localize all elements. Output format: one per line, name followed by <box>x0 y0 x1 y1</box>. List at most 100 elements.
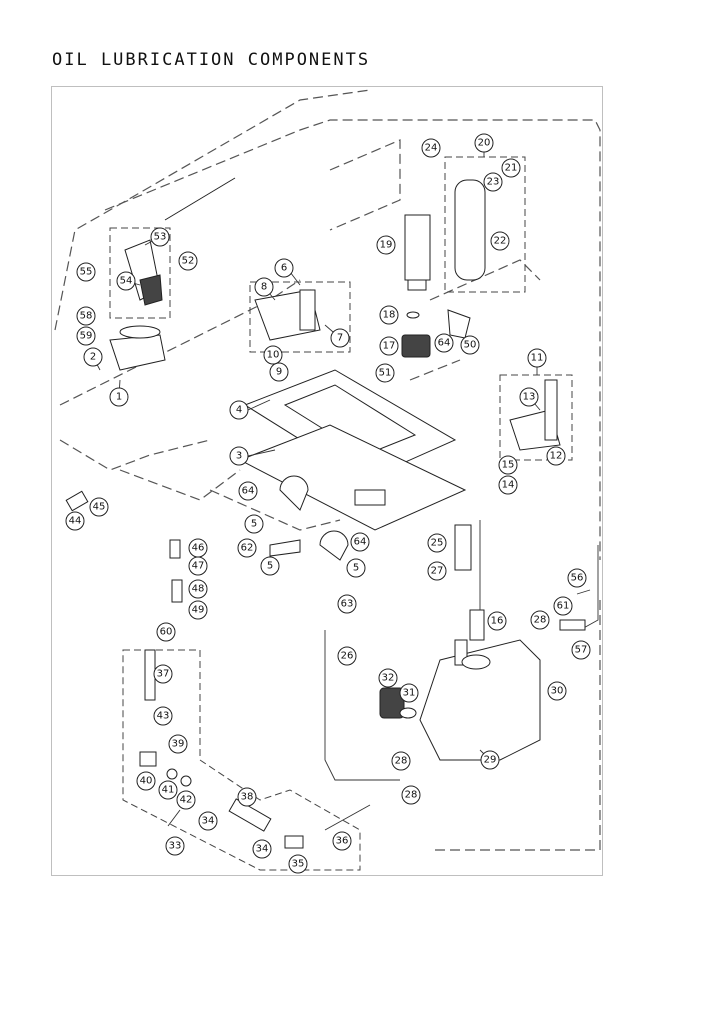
svg-text:43: 43 <box>157 711 170 722</box>
callout-2: 2 <box>83 347 103 367</box>
callout-28b: 28 <box>391 751 411 771</box>
callout-59: 59 <box>76 326 96 346</box>
callout-39: 39 <box>168 734 188 754</box>
callout-8: 8 <box>254 277 274 297</box>
callout-64b: 64 <box>350 532 370 552</box>
callout-42: 42 <box>176 790 196 810</box>
callout-3: 3 <box>229 446 249 466</box>
callout-1: 1 <box>109 387 129 407</box>
callout-47: 47 <box>188 556 208 576</box>
svg-text:50: 50 <box>464 340 477 351</box>
svg-text:14: 14 <box>502 480 515 491</box>
callout-5b: 5 <box>260 556 280 576</box>
svg-text:23: 23 <box>487 177 500 188</box>
callout-25: 25 <box>427 533 447 553</box>
callout-49: 49 <box>188 600 208 620</box>
svg-text:24: 24 <box>425 143 438 154</box>
callout-31: 31 <box>399 683 419 703</box>
svg-text:7: 7 <box>337 333 343 344</box>
callout-57: 57 <box>571 640 591 660</box>
callout-50: 50 <box>460 335 480 355</box>
callout-7: 7 <box>330 328 350 348</box>
svg-text:53: 53 <box>154 232 167 243</box>
svg-text:64: 64 <box>354 537 367 548</box>
svg-text:54: 54 <box>120 276 133 287</box>
svg-text:49: 49 <box>192 605 205 616</box>
svg-text:59: 59 <box>80 331 93 342</box>
svg-text:62: 62 <box>241 543 254 554</box>
svg-text:5: 5 <box>251 519 257 530</box>
callout-26: 26 <box>337 646 357 666</box>
svg-text:11: 11 <box>531 353 544 364</box>
svg-text:25: 25 <box>431 538 444 549</box>
callout-23: 23 <box>483 172 503 192</box>
callout-15: 15 <box>498 455 518 475</box>
callout-38: 38 <box>237 787 257 807</box>
callout-51: 51 <box>375 363 395 383</box>
callout-58: 58 <box>76 306 96 326</box>
svg-text:20: 20 <box>478 138 491 149</box>
callout-36: 36 <box>332 831 352 851</box>
callout-5c: 5 <box>346 558 366 578</box>
svg-text:35: 35 <box>292 859 305 870</box>
callout-24: 24 <box>421 138 441 158</box>
svg-text:46: 46 <box>192 543 205 554</box>
svg-text:64: 64 <box>242 486 255 497</box>
callout-63: 63 <box>337 594 357 614</box>
svg-text:6: 6 <box>281 263 287 274</box>
callout-40: 40 <box>136 771 156 791</box>
callout-27: 27 <box>427 561 447 581</box>
callout-28c: 28 <box>401 785 421 805</box>
callout-35: 35 <box>288 854 308 874</box>
svg-text:58: 58 <box>80 311 93 322</box>
svg-text:17: 17 <box>383 341 396 352</box>
callout-28a: 28 <box>530 610 550 630</box>
svg-text:39: 39 <box>172 739 185 750</box>
svg-text:21: 21 <box>505 163 518 174</box>
svg-text:55: 55 <box>80 267 93 278</box>
svg-text:26: 26 <box>341 651 354 662</box>
svg-text:60: 60 <box>160 627 173 638</box>
callout-52: 52 <box>178 251 198 271</box>
svg-text:12: 12 <box>550 451 563 462</box>
callout-30: 30 <box>547 681 567 701</box>
svg-text:27: 27 <box>431 566 444 577</box>
svg-text:3: 3 <box>236 451 242 462</box>
callout-56: 56 <box>567 568 587 588</box>
svg-text:48: 48 <box>192 584 205 595</box>
subassembly-boxes <box>109 156 573 871</box>
callout-64a: 64 <box>238 481 258 501</box>
svg-text:29: 29 <box>484 755 497 766</box>
callout-6: 6 <box>274 258 294 278</box>
svg-text:56: 56 <box>571 573 584 584</box>
machine-outline <box>54 89 601 851</box>
callout-41: 41 <box>158 780 178 800</box>
callout-54: 54 <box>116 271 136 291</box>
svg-text:57: 57 <box>575 645 588 656</box>
svg-text:45: 45 <box>93 502 106 513</box>
callout-22: 22 <box>490 231 510 251</box>
svg-text:5: 5 <box>353 563 359 574</box>
callout-55: 55 <box>76 262 96 282</box>
svg-text:1: 1 <box>116 392 122 403</box>
svg-text:28: 28 <box>405 790 418 801</box>
svg-text:10: 10 <box>267 350 280 361</box>
svg-text:15: 15 <box>502 460 515 471</box>
svg-text:34: 34 <box>202 816 215 827</box>
svg-text:64: 64 <box>438 338 451 349</box>
svg-text:2: 2 <box>90 352 96 363</box>
svg-text:28: 28 <box>395 756 408 767</box>
callout-12: 12 <box>546 446 566 466</box>
callout-37: 37 <box>153 664 173 684</box>
svg-text:36: 36 <box>336 836 349 847</box>
svg-text:31: 31 <box>403 688 416 699</box>
callout-9: 9 <box>269 362 289 382</box>
callout-13: 13 <box>519 387 539 407</box>
callout-18: 18 <box>379 305 399 325</box>
callout-45: 45 <box>89 497 109 517</box>
callout-11: 11 <box>527 348 547 368</box>
svg-text:52: 52 <box>182 256 195 267</box>
callout-43: 43 <box>153 706 173 726</box>
svg-text:38: 38 <box>241 792 254 803</box>
